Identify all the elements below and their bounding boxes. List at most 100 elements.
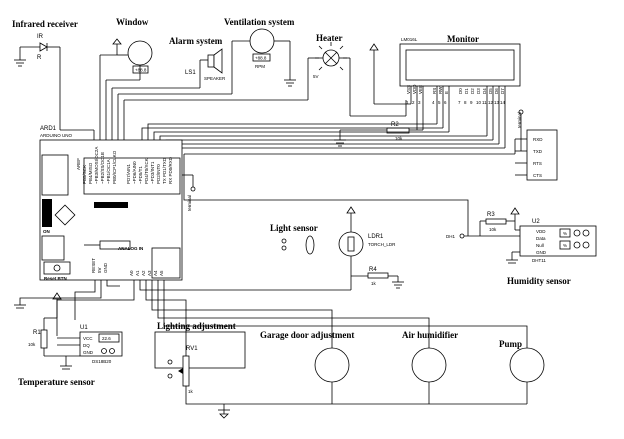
svg-text:VDD: VDD [536,229,546,234]
svg-text:PB5/SCK: PB5/SCK [82,165,87,184]
rv1-value: 1k [188,389,194,394]
arduino-misc-wires [14,154,469,320]
heater-voltage: 5V [313,74,319,79]
svg-text:E: E [444,91,449,94]
ds18b20-readout: 22.6 [102,336,111,341]
speaker-ref: LS1 [185,70,196,76]
svg-text:7: 7 [458,100,461,105]
arduino-digital-pins: AREF PB5/SCK PB4/MISO ~PB3/MOSI/OC2A ~PB… [76,147,173,184]
ventilation-motor: +88.8 RPM [117,28,296,130]
svg-text:PB0/ICP1/CLKO: PB0/ICP1/CLKO [112,150,117,184]
svg-text:RESET: RESET [91,258,96,273]
window-motor-readout: +88.8 [135,68,147,73]
svg-text:10: 10 [476,100,482,105]
svg-text:DQ: DQ [83,343,90,348]
dht-model: DHT11 [532,258,546,263]
svg-text:Data: Data [536,236,546,241]
rv1-inc[interactable] [167,359,173,365]
torch-switch-1[interactable] [281,238,287,244]
svg-text:VDD: VDD [412,84,417,94]
svg-text:VEE: VEE [418,85,423,94]
svg-text:2: 2 [412,100,415,105]
window-motor: +88.8 [99,38,153,130]
ir-receiver: IR R [14,34,61,130]
arduino-power-pins: RESET 5V GND [91,258,108,273]
terminal2-label: terminal [517,112,522,128]
dht-up-button[interactable] [573,229,581,237]
svg-text:~PD5/T1: ~PD5/T1 [138,166,143,184]
title-light-sensor: Light sensor [270,223,318,233]
ir-pin: R [37,55,42,61]
svg-text:D4: D4 [482,88,487,94]
svg-text:5: 5 [438,100,441,105]
air-humidifier-motor [157,280,447,404]
svg-text:D6: D6 [494,88,499,94]
svg-text:6: 6 [444,100,447,105]
garage-door-motor [151,280,350,404]
svg-text:PD2/INT0: PD2/INT0 [156,164,161,184]
svg-text:A4: A4 [153,270,158,276]
svg-text:RW: RW [438,86,443,94]
svg-text:D0: D0 [458,88,463,94]
r3-value: 10k [489,227,497,232]
svg-text:TX PD1/TXD: TX PD1/TXD [162,157,167,184]
humidity-sensor: DH1 R3 10k U2 VDD Data Null GND % % DHT1… [446,207,597,264]
terminal1-label: terminal [187,195,192,211]
dht-net: DH1 [446,234,455,239]
dht-down-button[interactable] [582,229,590,237]
lcd-model: LM016L [401,37,418,42]
svg-text:GND: GND [83,350,94,355]
lighting-adjustment: RV1 1k [145,280,246,419]
ds18b20-up[interactable] [101,348,107,354]
arduino-analog-label: ANALOG IN [118,246,143,251]
title-humidity-sensor: Humidity sensor [507,276,571,286]
svg-text:1: 1 [406,100,409,105]
svg-text:TXD: TXD [533,149,543,154]
ds18b20-down[interactable] [109,348,115,354]
dht-readout-2: % [563,243,567,248]
svg-text:RX PD0/RXD: RX PD0/RXD [168,156,173,184]
title-infrared-receiver: Infrared receiver [12,19,78,29]
dht-ref: U2 [532,219,540,225]
svg-text:~PB1/OC1A: ~PB1/OC1A [106,159,111,184]
svg-text:8: 8 [464,100,467,105]
svg-text:5V: 5V [97,267,102,273]
arduino-on-label: ON [43,229,50,234]
rv1-dec[interactable] [167,373,173,379]
svg-text:A1: A1 [135,270,140,276]
title-window: Window [116,17,149,27]
r4-value: 1k [371,281,377,286]
title-temperature-sensor: Temperature sensor [18,377,95,387]
torch-switch-2[interactable] [281,245,287,251]
svg-text:RS: RS [432,88,437,94]
r2-value: 10k [395,136,403,141]
svg-text:GND: GND [103,262,108,273]
title-ventilation-system: Ventilation system [224,17,295,27]
dht-down-button-2[interactable] [582,241,590,249]
ldr-ref: LDR1 [368,234,384,240]
dht-up-button-2[interactable] [573,241,581,249]
svg-text:A5: A5 [159,270,164,276]
resistor-r2: R2 10k [334,122,424,147]
svg-text:D3: D3 [476,88,481,94]
svg-text:D7: D7 [500,88,505,94]
svg-text:RXD: RXD [533,137,543,142]
temperature-sensor: R1 10k U1 VCC DQ GND 22.6 DS18B20 [28,280,135,370]
svg-text:~PB3/MOSI/OC2A: ~PB3/MOSI/OC2A [94,147,99,184]
r4-ref: R4 [369,267,377,273]
lcd-monitor: VSS VDD VEE RS RW E D0 D1 D2 D3 D4 D5 D6… [399,43,521,148]
svg-text:Null: Null [536,243,544,248]
svg-text:A0: A0 [129,270,134,276]
ds18b20-ref: U1 [80,325,88,331]
svg-text:AREF: AREF [76,158,81,170]
arduino-ref: ARD1 [40,126,57,132]
reset-button[interactable] [53,264,61,272]
svg-text:PD4/T0/XCK: PD4/T0/XCK [144,158,149,184]
svg-text:A3: A3 [147,270,152,276]
title-garage-door-adjustment: Garage door adjustment [260,330,354,340]
svg-text:VCC: VCC [83,336,93,341]
virtual-terminal: RXD TXD RTS CTS terminal [184,109,558,181]
ldr-model: TORCH_LDR [368,242,396,247]
arduino-usb [41,154,69,196]
